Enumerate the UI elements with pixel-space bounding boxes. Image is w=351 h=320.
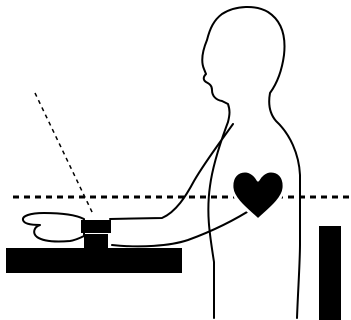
person-silhouette bbox=[202, 7, 300, 318]
monitor-display bbox=[81, 220, 111, 233]
chair-back bbox=[319, 226, 341, 320]
table-surface bbox=[6, 248, 182, 273]
hand-outline bbox=[23, 213, 84, 242]
monitor-cuff bbox=[84, 234, 108, 248]
